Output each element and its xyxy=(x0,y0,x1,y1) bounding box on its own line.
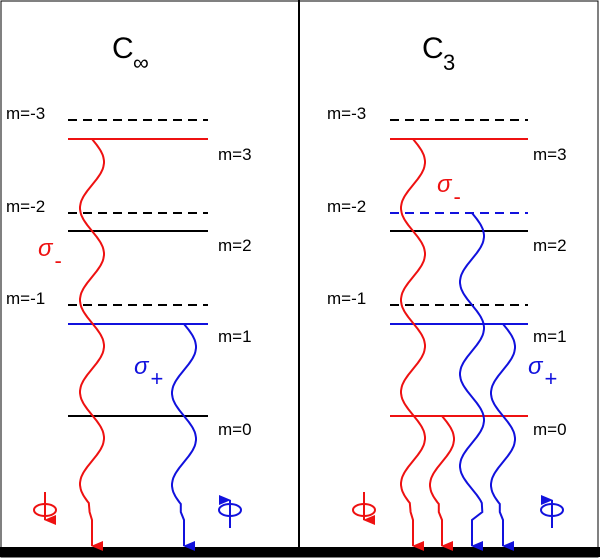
panel-title-subscript: 3 xyxy=(443,50,455,75)
label-m-0: m=0 xyxy=(218,420,252,439)
panel-title: C xyxy=(422,32,444,65)
sigma-plus-symbol: σ xyxy=(134,353,150,380)
sigma-minus-symbol: σ xyxy=(38,235,54,262)
label-m-neg2: m=-2 xyxy=(327,197,366,216)
sigma-minus-symbol: σ xyxy=(437,171,453,198)
sigma-minus-sub: - xyxy=(453,184,460,209)
label-m-pos2: m=2 xyxy=(533,236,567,255)
panel-c3: C 3 m=-3 m=3 m=-2 m=2 m=-1 m=1 m=0 σ- σ+ xyxy=(327,32,567,551)
sigma-minus-sub: - xyxy=(54,248,61,273)
sigma-minus-photon xyxy=(429,415,455,551)
photon-waves-left xyxy=(79,138,197,551)
label-m-0: m=0 xyxy=(533,420,567,439)
polarization-up-icon xyxy=(540,495,564,528)
sigma-minus-label: σ- xyxy=(437,171,461,209)
photon-waves-right xyxy=(400,138,516,551)
sigma-plus-label: σ+ xyxy=(528,353,557,391)
sigma-plus-photon xyxy=(490,323,516,551)
label-m-neg3: m=-3 xyxy=(6,104,45,123)
polarization-down-icon xyxy=(33,492,57,525)
label-m-pos1: m=1 xyxy=(218,327,252,346)
label-m-neg2: m=-2 xyxy=(6,197,45,216)
sigma-plus-symbol: σ xyxy=(528,353,544,380)
panel-c-infinity: C ∞ m=-3 m=3 m=-2 m=2 m=-1 m=1 m=0 σ- σ+ xyxy=(6,32,252,551)
sigma-plus-label: σ+ xyxy=(134,353,163,391)
sigma-minus-photon xyxy=(400,138,426,551)
sigma-plus-sub: + xyxy=(150,366,163,391)
sigma-plus-sub: + xyxy=(544,366,557,391)
sigma-plus-photon xyxy=(171,323,197,551)
polarization-down-icon xyxy=(352,492,376,525)
panel-title: C xyxy=(112,32,134,65)
label-m-neg1: m=-1 xyxy=(327,289,366,308)
label-m-pos3: m=3 xyxy=(218,145,252,164)
sigma-minus-photon xyxy=(79,138,105,551)
polarization-up-icon xyxy=(218,495,242,528)
label-m-neg3: m=-3 xyxy=(327,104,366,123)
sigma-minus-label: σ- xyxy=(38,235,62,273)
label-m-pos1: m=1 xyxy=(533,327,567,346)
label-m-pos3: m=3 xyxy=(533,145,567,164)
label-m-neg1: m=-1 xyxy=(6,289,45,308)
panel-title-subscript: ∞ xyxy=(133,50,149,75)
label-m-pos2: m=2 xyxy=(218,236,252,255)
sigma-plus-photon xyxy=(459,212,485,551)
